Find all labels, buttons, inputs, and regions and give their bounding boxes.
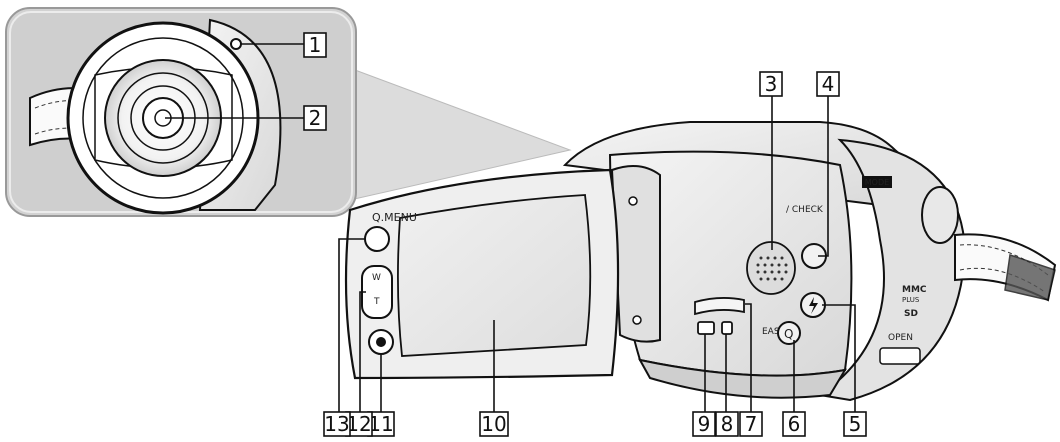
record-button[interactable] <box>921 186 959 244</box>
svg-text:2: 2 <box>309 106 322 130</box>
zoom-t-label: T <box>373 297 380 307</box>
mode-button[interactable] <box>862 176 892 188</box>
callout-5: 5 <box>843 411 867 437</box>
mmc-label: MMC <box>902 285 927 295</box>
easy-q-button[interactable] <box>777 321 801 345</box>
callout-3: 3 <box>759 71 783 97</box>
q-menu-label: Q.MENU <box>372 211 417 224</box>
easy-label: EASY <box>762 327 786 337</box>
callout-2: 2 <box>303 105 327 131</box>
callout-13: 13 <box>323 411 351 437</box>
usb-jack[interactable] <box>697 321 715 335</box>
sensor-dot <box>230 38 242 50</box>
callout-1: 1 <box>303 32 327 58</box>
speaker <box>746 241 796 295</box>
svg-text:1: 1 <box>309 33 322 57</box>
camcorder-body: MODE MMC PLUS SD OPEN / CHECK EASY Q <box>562 121 1057 402</box>
connector-cover[interactable] <box>694 297 745 316</box>
svg-text:5: 5 <box>849 412 862 436</box>
svg-text:10: 10 <box>481 412 506 436</box>
svg-text:7: 7 <box>745 412 758 436</box>
callout-7: 7 <box>739 411 763 437</box>
svg-text:4: 4 <box>822 72 835 96</box>
zoom-w-label: W <box>372 273 381 283</box>
callout-10: 10 <box>479 411 509 437</box>
lcd-panel: Q.MENU W T <box>344 168 620 380</box>
q-menu-button[interactable] <box>364 226 390 252</box>
callout-9: 9 <box>692 411 716 437</box>
plus-label: PLUS <box>902 296 920 304</box>
record-dot-icon <box>376 337 386 347</box>
sd-label: SD <box>904 309 918 319</box>
open-label: OPEN <box>888 333 913 343</box>
mode-label: MODE <box>865 178 889 187</box>
svg-text:9: 9 <box>698 412 711 436</box>
lightning-icon <box>809 297 818 314</box>
svg-text:13: 13 <box>324 412 349 436</box>
svg-text:3: 3 <box>765 72 778 96</box>
svg-text:6: 6 <box>788 412 801 436</box>
av-jack[interactable] <box>721 321 733 335</box>
check-label: / CHECK <box>786 205 824 215</box>
callout-4: 4 <box>816 71 840 97</box>
easy-q-icon: Q <box>784 327 793 341</box>
svg-text:8: 8 <box>721 412 734 436</box>
callout-8: 8 <box>715 411 739 437</box>
callout-6: 6 <box>782 411 806 437</box>
card-slot-cover[interactable] <box>879 347 921 365</box>
leader-lines <box>165 43 856 412</box>
